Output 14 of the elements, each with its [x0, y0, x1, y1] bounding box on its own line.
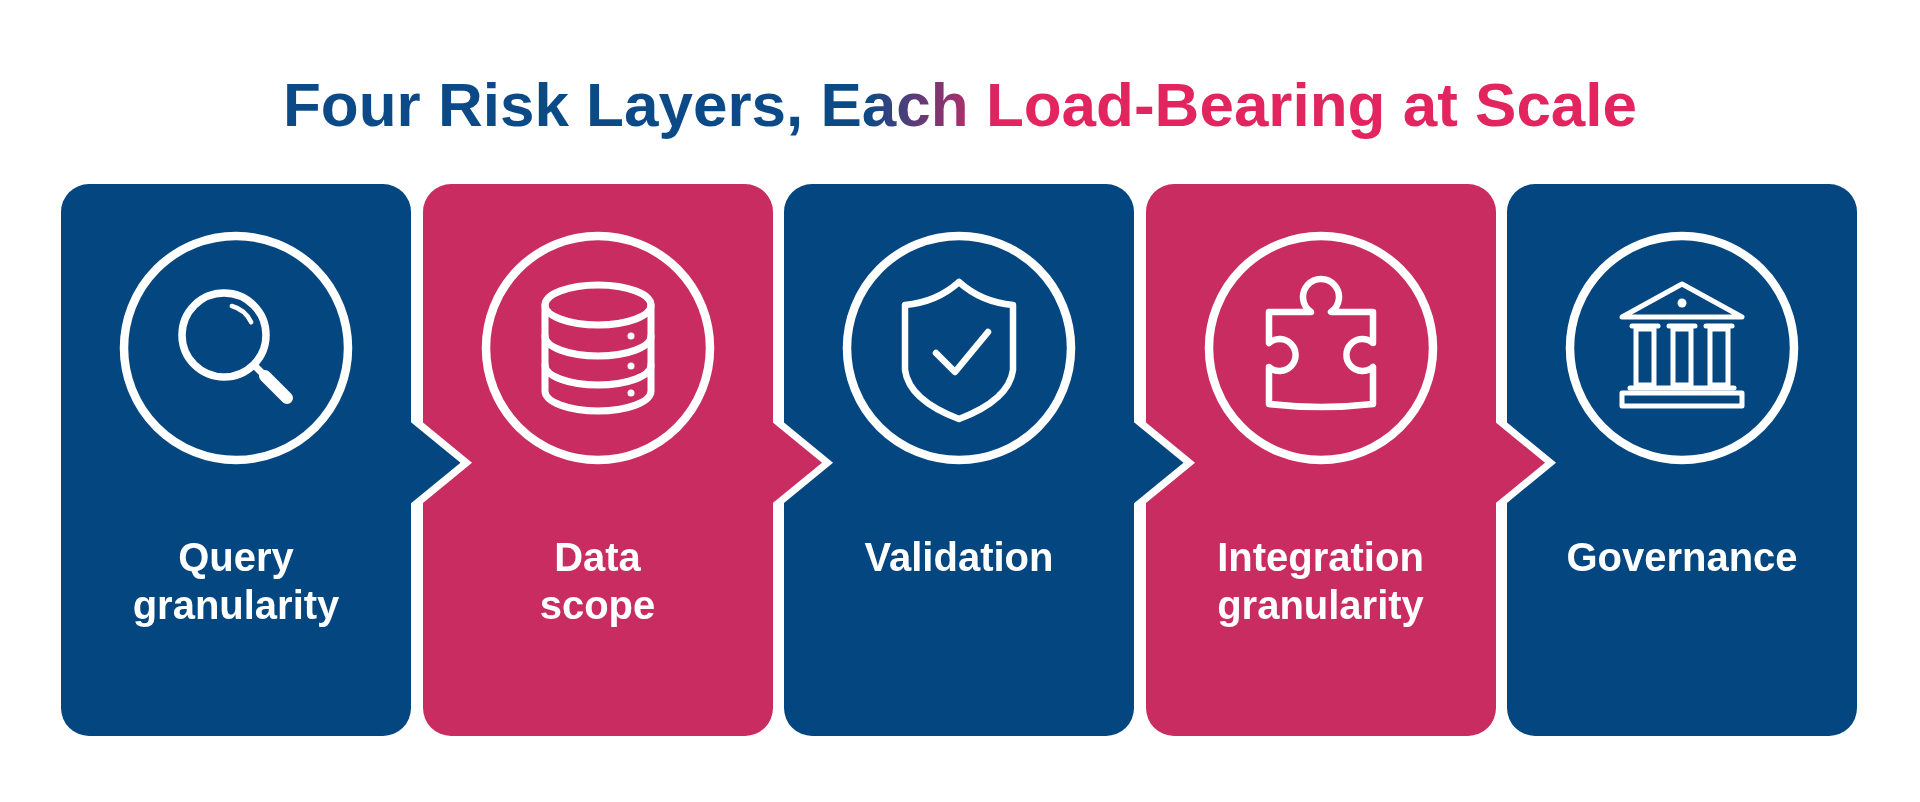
step-label: Data scope — [538, 534, 657, 629]
step-card — [784, 184, 1134, 736]
step-card — [1507, 184, 1857, 736]
chevron-arrow — [411, 422, 461, 504]
step-label: Validation — [864, 534, 1054, 581]
step-label: Integration granularity — [1216, 534, 1425, 629]
chevron-arrow — [772, 422, 822, 504]
chevron-arrow — [1495, 422, 1545, 504]
chevron-arrow — [1134, 422, 1184, 504]
step-card — [422, 184, 773, 736]
step-label: Query granularity — [131, 534, 341, 629]
step-card — [61, 184, 411, 736]
step-card — [1145, 184, 1496, 736]
step-label: Governance — [1566, 534, 1798, 581]
